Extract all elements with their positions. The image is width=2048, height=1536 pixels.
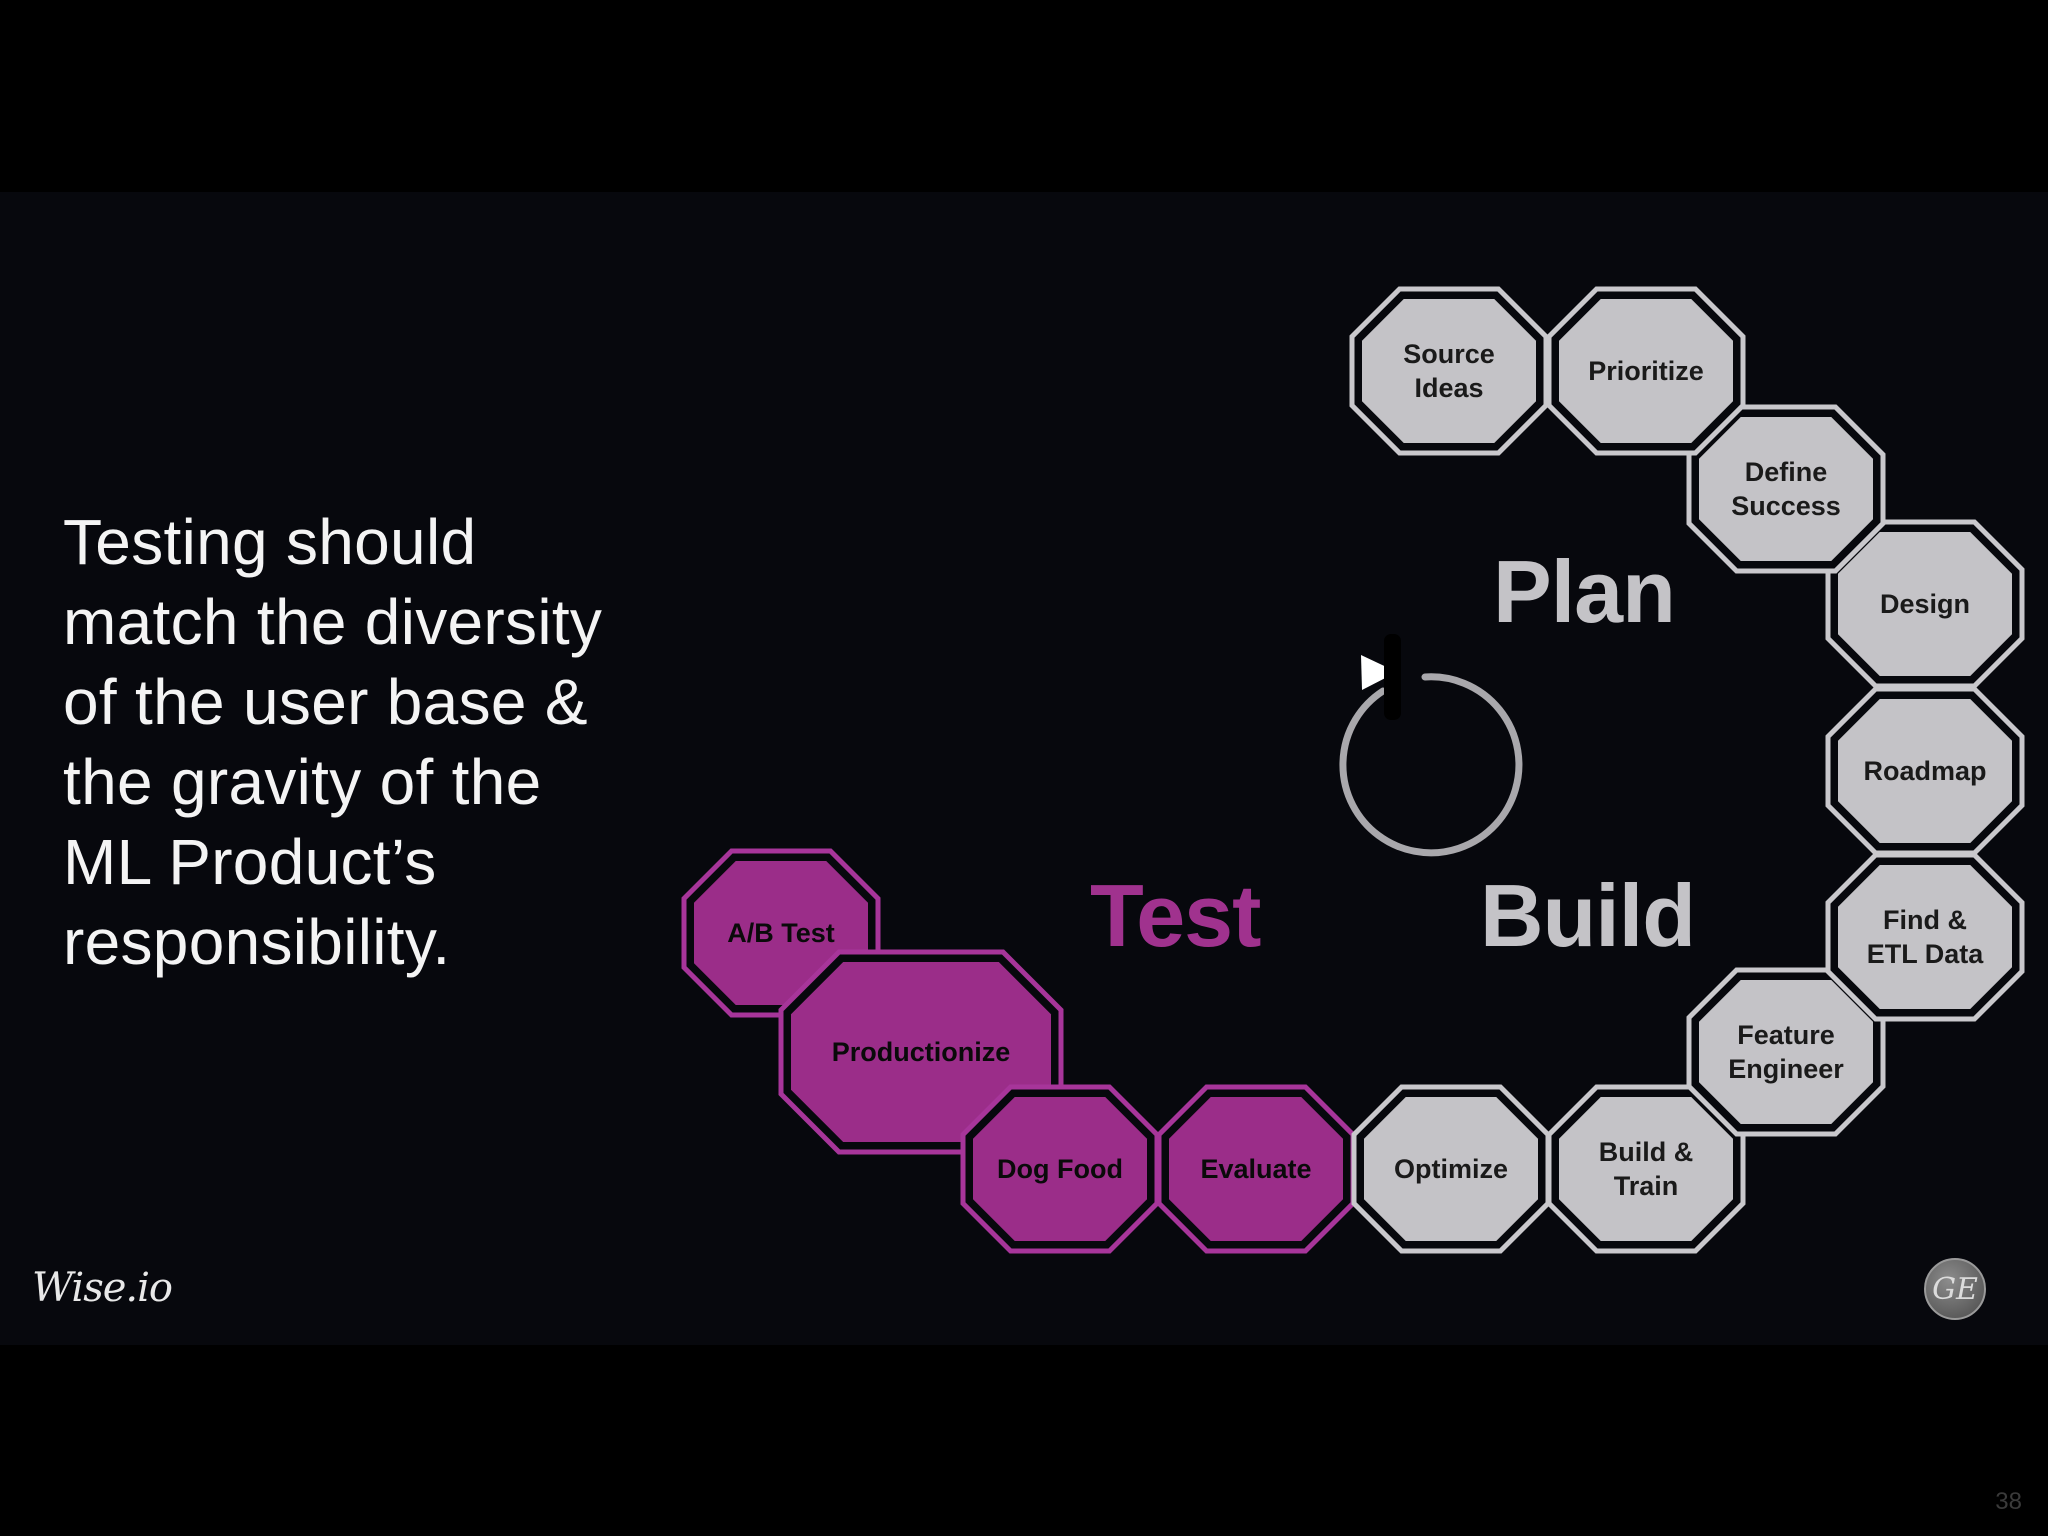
- cycle-arrow-icon: [1339, 634, 1523, 857]
- node-design: Design: [1825, 519, 2025, 689]
- node-label: Roadmap: [1863, 756, 1986, 786]
- node-fill: [1169, 1097, 1343, 1241]
- node-fill: [1699, 980, 1873, 1124]
- node-label: Engineer: [1728, 1054, 1844, 1084]
- headline-line: Testing should: [63, 506, 477, 578]
- node-evaluate: Evaluate: [1156, 1084, 1356, 1254]
- node-label: Evaluate: [1200, 1154, 1311, 1184]
- node-label: Success: [1731, 491, 1841, 521]
- node-optimize: Optimize: [1351, 1084, 1551, 1254]
- node-label: Define: [1745, 457, 1828, 487]
- phase-label-build: Build: [1480, 866, 1696, 965]
- page-number: 38: [1995, 1488, 2022, 1515]
- node-label: Feature: [1737, 1020, 1835, 1050]
- node-label: Train: [1614, 1171, 1679, 1201]
- headline-line: match the diversity: [63, 586, 603, 658]
- node-fill: [1559, 1097, 1733, 1241]
- node-label: Build &: [1599, 1137, 1694, 1167]
- node-label: Design: [1880, 589, 1970, 619]
- ge-logo: GE: [1924, 1258, 1986, 1320]
- node-label: Ideas: [1414, 373, 1483, 403]
- phase-label-plan: Plan: [1493, 542, 1676, 641]
- node-label: Prioritize: [1588, 356, 1704, 386]
- headline-line: of the user base &: [63, 666, 588, 738]
- node-fill: [1559, 299, 1733, 443]
- headline-line: the gravity of the: [63, 746, 542, 818]
- node-fill: [1364, 1097, 1538, 1241]
- node-fill: [1362, 299, 1536, 443]
- phase-label-test: Test: [1090, 866, 1261, 965]
- node-label: Dog Food: [997, 1154, 1123, 1184]
- node-label: Productionize: [832, 1037, 1011, 1067]
- node-roadmap: Roadmap: [1825, 686, 2025, 856]
- node-fill: [1838, 532, 2012, 676]
- node-label: A/B Test: [727, 918, 835, 948]
- node-find-etl-data: Find & ETL Data: [1825, 852, 2025, 1022]
- node-label: Source: [1403, 339, 1495, 369]
- headline-line: ML Product’s: [63, 826, 437, 898]
- headline-line: responsibility.: [63, 906, 451, 978]
- node-fill: [1699, 417, 1873, 561]
- headline: Testing should match the diversity of th…: [63, 502, 703, 982]
- node-fill: [1838, 865, 2012, 1009]
- node-fill: [973, 1097, 1147, 1241]
- node-label: Optimize: [1394, 1154, 1508, 1184]
- node-prioritize: Prioritize: [1546, 286, 1746, 456]
- node-fill: [791, 962, 1051, 1142]
- node-label: ETL Data: [1867, 939, 1985, 969]
- wise-io-logo: Wise.io: [32, 1265, 173, 1311]
- node-fill: [1838, 699, 2012, 843]
- node-dog-food: Dog Food: [960, 1084, 1160, 1254]
- node-label: Find &: [1883, 905, 1967, 935]
